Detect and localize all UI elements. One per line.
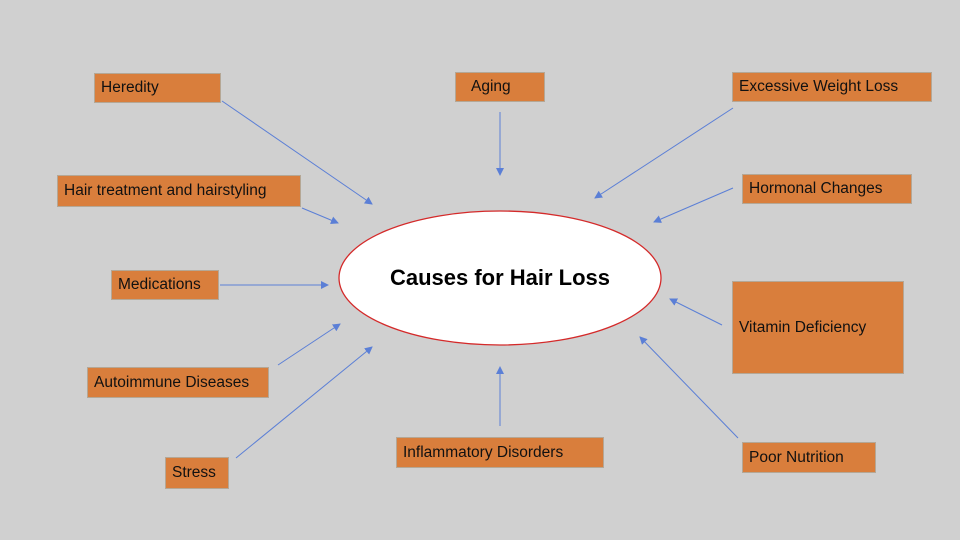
center-ellipse — [338, 210, 662, 346]
cause-excessive-weight-loss: Excessive Weight Loss — [732, 72, 932, 102]
cause-stress: Stress — [165, 457, 229, 489]
arrow-hormonal-changes — [653, 187, 734, 223]
arrow-poor-nutrition — [639, 336, 739, 439]
arrow-hair-treatment — [301, 207, 339, 224]
arrow-autoimmune-diseases — [277, 323, 341, 366]
cause-vitamin-deficiency: Vitamin Deficiency — [732, 281, 904, 374]
cause-poor-nutrition: Poor Nutrition — [742, 442, 876, 473]
arrow-heredity — [221, 100, 373, 205]
diagram-title: Causes for Hair Loss — [389, 265, 611, 290]
cause-medications: Medications — [111, 270, 219, 300]
cause-autoimmune-diseases: Autoimmune Diseases — [87, 367, 269, 398]
cause-hormonal-changes: Hormonal Changes — [742, 174, 912, 204]
cause-aging: Aging — [455, 72, 545, 102]
cause-inflammatory-disorders: Inflammatory Disorders — [396, 437, 604, 468]
cause-heredity: Heredity — [94, 73, 221, 103]
arrow-excessive-weight-loss — [594, 107, 734, 199]
arrow-vitamin-deficiency — [669, 298, 723, 326]
cause-hair-treatment: Hair treatment and hairstyling — [57, 175, 301, 207]
arrow-stress — [235, 346, 373, 459]
